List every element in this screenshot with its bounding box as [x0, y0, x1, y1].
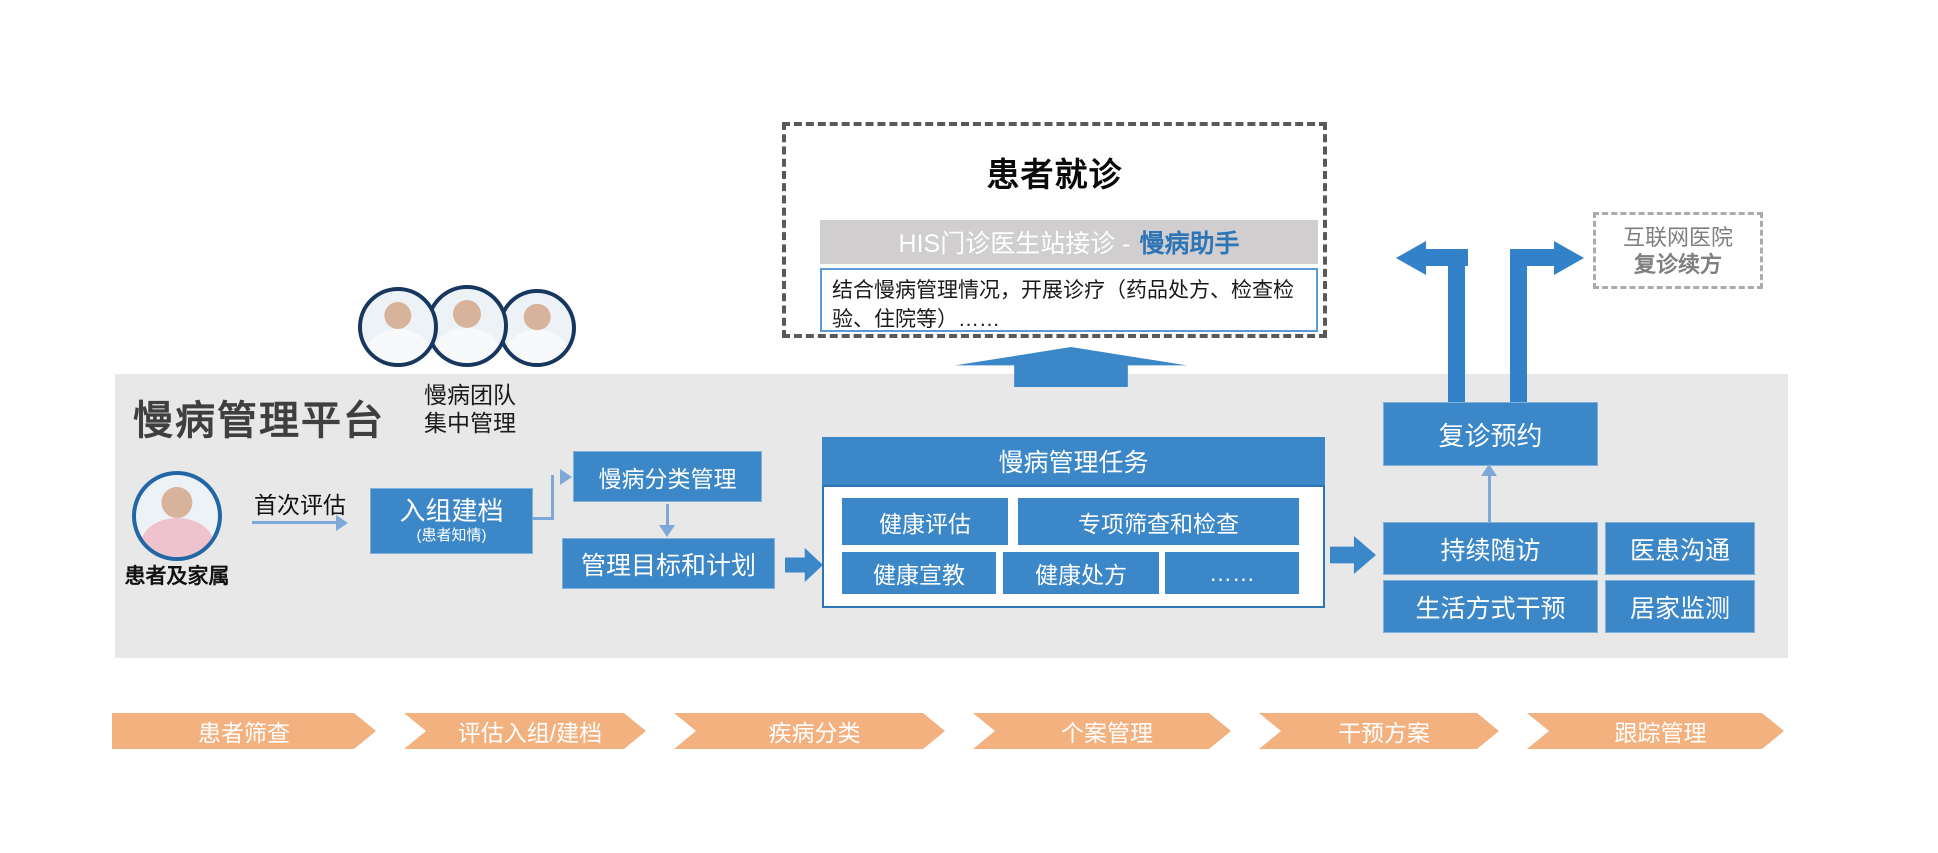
elbow-arrow-right-shaft — [1510, 249, 1527, 402]
first-assessment-label: 首次评估 — [254, 492, 346, 518]
person-icon — [161, 487, 193, 519]
home-monitoring-box: 居家监测 — [1605, 580, 1755, 633]
doctor-avatar — [426, 285, 508, 367]
patient-family-label: 患者及家属 — [124, 565, 230, 588]
person-icon — [452, 300, 482, 329]
banner-step-label: 个案管理 — [1061, 720, 1153, 746]
enroll-box-subtitle: (患者知情) — [416, 527, 487, 545]
banner-step-intervention-plan: 干预方案 — [1259, 713, 1499, 749]
task-item: …… — [1165, 552, 1299, 594]
banner-step-label: 跟踪管理 — [1614, 720, 1707, 746]
arrowhead-right-icon — [1554, 241, 1584, 275]
arrowhead-left-icon — [1396, 241, 1426, 275]
banner-step-label: 疾病分类 — [768, 720, 861, 746]
revisit-appointment-box: 复诊预约 — [1383, 402, 1598, 466]
nurse-avatar — [498, 289, 576, 367]
doctor-patient-communication-box: 医患沟通 — [1605, 522, 1755, 575]
task-item: 专项筛查和检查 — [1018, 498, 1299, 545]
team-caption-line1: 慢病团队 — [424, 382, 516, 408]
continuous-followup-box: 持续随访 — [1383, 522, 1598, 575]
chronic-assistant-label: 慢病助手 — [1139, 230, 1240, 258]
banner-step-label: 患者筛查 — [198, 720, 290, 746]
banner-step-tracking-management: 跟踪管理 — [1527, 713, 1784, 749]
goal-plan-box: 管理目标和计划 — [562, 538, 775, 589]
elbow-arrow-left-shaft — [1448, 249, 1465, 402]
banner-step-label: 干预方案 — [1338, 720, 1430, 746]
first-assessment-arrow-line — [252, 521, 338, 524]
person-icon — [384, 301, 412, 330]
task-item: 健康宣教 — [842, 552, 996, 594]
enroll-box: 入组建档 (患者知情) — [370, 488, 533, 554]
person-icon — [523, 303, 551, 331]
task-item: 健康评估 — [842, 498, 1008, 545]
patient-visit-panel: 患者就诊 HIS门诊医生站接诊 - 慢病助手 结合慢病管理情况，开展诊疗（药品处… — [782, 122, 1327, 338]
internet-hospital-line1: 互联网医院 — [1622, 224, 1733, 250]
banner-step-patient-screening: 患者筛查 — [112, 713, 376, 749]
platform-title: 慢病管理平台 — [133, 399, 385, 443]
arrowhead-right-icon — [560, 469, 572, 485]
banner-step-case-management: 个案管理 — [973, 713, 1231, 749]
his-station-bar: HIS门诊医生站接诊 - 慢病助手 — [820, 220, 1318, 264]
classify-plan-connector — [666, 504, 669, 527]
enroll-classify-connector-h — [533, 517, 554, 520]
internet-hospital-box: 互联网医院 复诊续方 — [1593, 212, 1763, 289]
elbow-arrow-right-top — [1514, 249, 1556, 266]
doctor-avatar — [358, 287, 438, 367]
classification-box: 慢病分类管理 — [573, 451, 762, 502]
task-panel: 慢病管理任务 健康评估 专项筛查和检查 健康宣教 健康处方 …… — [822, 437, 1325, 608]
team-caption: 慢病团队 集中管理 — [424, 381, 516, 437]
arrowhead-right-icon — [336, 515, 348, 531]
lifestyle-intervention-box: 生活方式干预 — [1383, 580, 1598, 633]
enroll-classify-connector-v — [551, 475, 554, 520]
enroll-box-title: 入组建档 — [399, 496, 504, 527]
task-panel-body: 健康评估 专项筛查和检查 健康宣教 健康处方 …… — [822, 485, 1325, 608]
team-caption-line2: 集中管理 — [424, 410, 516, 436]
arrowhead-up-icon — [1481, 464, 1497, 476]
patient-family-avatar — [132, 471, 222, 561]
his-station-label: HIS门诊医生站接诊 - — [898, 230, 1131, 258]
task-panel-header: 慢病管理任务 — [822, 437, 1325, 485]
elbow-arrow-left-top — [1426, 249, 1468, 266]
banner-step-label: 评估入组/建档 — [457, 720, 603, 746]
patient-visit-title: 患者就诊 — [986, 156, 1123, 193]
banner-step-assess-enroll: 评估入组/建档 — [404, 713, 646, 749]
task-item: 健康处方 — [1003, 552, 1159, 594]
visit-detail-note: 结合慢病管理情况，开展诊疗（药品处方、检查检验、住院等）…… — [820, 268, 1318, 332]
followup-revisit-connector — [1488, 474, 1491, 522]
arrowhead-down-icon — [659, 525, 675, 537]
internet-hospital-line2: 复诊续方 — [1633, 251, 1722, 277]
banner-step-disease-classification: 疾病分类 — [674, 713, 945, 749]
